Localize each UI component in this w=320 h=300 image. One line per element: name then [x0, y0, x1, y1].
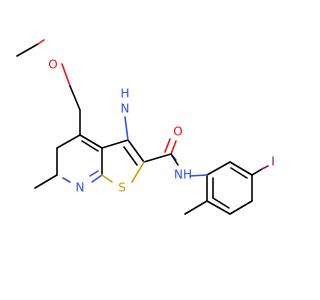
bond-o-methyl — [37, 39, 45, 45]
atom-label-amino-h: H — [120, 87, 129, 101]
bond-amide-n-aryl — [189, 174, 208, 177]
bond-iodine — [261, 165, 269, 170]
bond-c4-c3a — [79, 134, 103, 149]
atom-label-o-methoxy: O — [48, 58, 57, 72]
bond-ar-c1-c2 — [206, 161, 231, 176]
bond-c4-c5 — [56, 134, 81, 149]
bond-amide-c-to-n — [170, 153, 179, 166]
iodine-bonds — [261, 165, 269, 170]
atom-label-nh-amide: NH — [174, 168, 192, 182]
bond-ar-c2-c3 — [229, 161, 253, 176]
bond-c6-methyl — [34, 174, 58, 189]
bond-c4-c3a-double — [81, 140, 99, 152]
bond-c3-c2 — [127, 139, 145, 163]
molecule-canvas: O H N O N S NH I — [16, 39, 275, 215]
bond-ar-methyl — [184, 200, 208, 215]
bond-o-ch2 — [61, 63, 71, 87]
nitrogen-bonds — [62, 116, 208, 183]
bond-pyr-n-c6 — [62, 177, 71, 183]
bond-och3-methyl — [16, 43, 39, 57]
bond-ar-c5-c6 — [206, 200, 231, 215]
atom-label-s-thiophene: S — [118, 181, 126, 195]
bond-s-c2 — [131, 161, 145, 183]
carbon-bonds — [16, 43, 263, 215]
bond-ar-iodine-c — [251, 168, 263, 176]
bond-c3a-c3 — [101, 139, 129, 149]
bond-pyr-n-c7a-double — [89, 170, 99, 177]
bond-c2-carbonyl — [143, 153, 172, 163]
bond-ar-c2-c3-double — [230, 167, 248, 179]
atom-label-iodine: I — [271, 155, 275, 169]
bond-carbonyl-o — [170, 140, 177, 155]
bond-s-c7a — [101, 174, 113, 183]
bond-ar-c4-c5 — [229, 200, 253, 215]
bond-pyr-n-c7a — [91, 174, 103, 183]
bond-c3-c2-double — [123, 146, 138, 166]
atom-label-o-carbonyl: O — [173, 125, 182, 139]
bond-o-ch2-c — [69, 85, 81, 111]
atom-labels: O H N O N S NH I — [48, 58, 275, 195]
bond-carbonyl-o-double — [164, 138, 171, 153]
structure-diagram: O H N O N S NH I — [16, 39, 275, 215]
bond-ar-c5-c6-double — [212, 197, 230, 209]
sulfur-bonds — [101, 161, 145, 183]
atom-label-amino-n: N — [121, 102, 130, 116]
atom-label-n-pyridine: N — [76, 181, 85, 195]
oxygen-bonds — [37, 39, 177, 155]
bond-amino-n — [124, 116, 129, 141]
